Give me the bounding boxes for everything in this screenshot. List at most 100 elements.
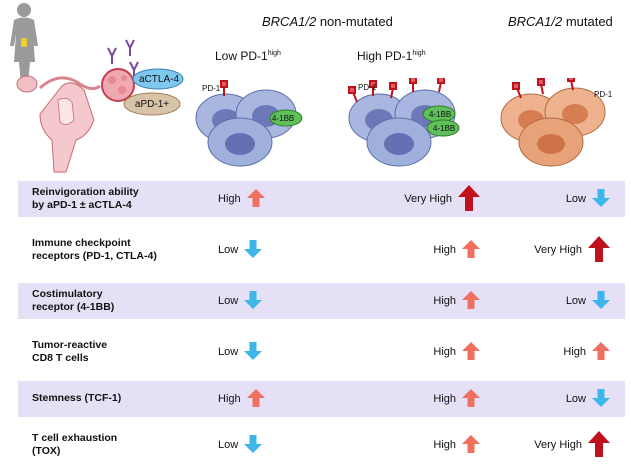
trend-arrow xyxy=(592,388,610,410)
arrow-up-strong-icon xyxy=(588,430,610,457)
apd1-label: aPD-1+ xyxy=(134,99,170,110)
trend-arrow xyxy=(592,290,610,312)
row-label-line: T cell exhaustion xyxy=(32,432,118,444)
table-cell: Low xyxy=(218,427,288,463)
table-cell: Low xyxy=(218,232,288,268)
anatomy-illustration xyxy=(10,3,184,173)
arrow-up-icon xyxy=(246,388,265,407)
trend-arrow xyxy=(592,341,610,363)
uterus-icon xyxy=(16,75,131,173)
table-cell: High xyxy=(360,232,480,268)
apd1-bubble xyxy=(123,92,181,116)
table-cell: High xyxy=(510,334,610,370)
arrow-up-strong-icon xyxy=(458,184,480,211)
cell-value: Low xyxy=(218,346,239,358)
arrow-up-icon xyxy=(462,239,480,258)
trend-arrow xyxy=(592,188,610,210)
actla4-bubble xyxy=(132,68,184,90)
row-label: Stemness (TCF-1) xyxy=(32,392,121,405)
4-1bb-icon xyxy=(269,109,303,127)
4-1bb-label-high-a: 4-1BB xyxy=(429,110,452,119)
table-cell: Very High xyxy=(360,181,480,217)
cell-value: High xyxy=(563,346,586,358)
row-label-line: Tumor-reactive xyxy=(32,339,108,351)
cell-value: Low xyxy=(565,393,586,405)
subheader-high-sup: high xyxy=(412,50,426,57)
table-cell: Very High xyxy=(510,232,610,268)
t-cell-icon xyxy=(195,89,297,167)
cell-value: High xyxy=(218,193,241,205)
trend-arrow xyxy=(246,388,265,410)
row-label: T cell exhaustion(TOX) xyxy=(32,432,117,458)
row-label-line: Stemness (TCF-1) xyxy=(32,392,122,404)
header-nonmutated-gene: BRCA1/2 xyxy=(262,14,317,29)
row-label-line: (TOX) xyxy=(32,445,61,457)
trend-arrow xyxy=(588,430,610,460)
pd1-label-mutated: PD-1 xyxy=(594,90,613,99)
table-cell: High xyxy=(360,427,480,463)
woman-silhouette-icon xyxy=(10,3,38,84)
trend-arrow xyxy=(244,434,263,456)
trend-arrow xyxy=(458,184,480,214)
cell-cluster-low-pd1 xyxy=(195,80,303,167)
4-1bb-icon xyxy=(422,105,460,137)
cell-cluster-mutated xyxy=(500,78,606,167)
cell-value: High xyxy=(433,393,456,405)
pd1-receptor-icon xyxy=(512,78,575,99)
arrow-down-icon xyxy=(592,388,610,407)
row-label-line: Reinvigoration ability xyxy=(32,186,139,198)
cell-cluster-high-pd1 xyxy=(348,78,460,167)
row-label-line: by aPD-1 ± aCTLA-4 xyxy=(32,199,132,211)
trend-arrow xyxy=(462,290,480,312)
subheader-high-text: High PD-1 xyxy=(357,49,413,63)
arrow-down-icon xyxy=(592,290,610,309)
table-cell: Low xyxy=(218,283,288,319)
row-label-line: Costimulatory xyxy=(32,288,103,300)
arrow-up-icon xyxy=(246,188,265,207)
arrow-down-icon xyxy=(244,341,263,360)
table-cell: High xyxy=(218,181,288,217)
row-label-line: CD8 T cells xyxy=(32,352,89,364)
cell-value: Low xyxy=(218,439,239,451)
cell-value: High xyxy=(433,295,456,307)
table-row: Stemness (TCF-1) High High Low xyxy=(18,381,625,417)
arrow-up-icon xyxy=(462,290,480,309)
header-nonmutated-suffix: non-mutated xyxy=(316,14,393,29)
4-1bb-label-high-b: 4-1BB xyxy=(433,124,456,133)
subheader-high-pd1: High PD-1high xyxy=(357,49,426,63)
trend-arrow xyxy=(244,290,263,312)
cell-value: High xyxy=(433,346,456,358)
uterus-marker-icon xyxy=(21,38,27,47)
pd1-receptor-icon xyxy=(220,80,228,96)
table-cell: High xyxy=(218,381,288,417)
trend-arrow xyxy=(462,388,480,410)
table-cell: Low xyxy=(510,381,610,417)
cell-value: Low xyxy=(218,244,239,256)
row-label-line: receptor (4-1BB) xyxy=(32,301,115,313)
arrow-down-icon xyxy=(592,188,610,207)
subheader-low-pd1: Low PD-1high xyxy=(215,49,281,63)
table-cell: High xyxy=(360,283,480,319)
trend-arrow xyxy=(246,188,265,210)
trend-arrow xyxy=(588,235,610,265)
trend-arrow xyxy=(462,434,480,456)
cell-value: High xyxy=(218,393,241,405)
table-cell: Low xyxy=(510,181,610,217)
row-label-line: receptors (PD-1, CTLA-4) xyxy=(32,250,157,262)
header-mutated-suffix: mutated xyxy=(562,14,613,29)
header-nonmutated: BRCA1/2 non-mutated xyxy=(262,14,393,29)
table-cell: Low xyxy=(510,283,610,319)
arrow-down-icon xyxy=(244,239,263,258)
pd1-label-low: PD-1 xyxy=(202,84,221,93)
trend-arrow xyxy=(462,239,480,261)
arrow-up-icon xyxy=(462,388,480,407)
trend-arrow xyxy=(244,239,263,261)
4-1bb-label-low: 4-1BB xyxy=(272,114,295,123)
header-mutated: BRCA1/2 mutated xyxy=(508,14,613,29)
